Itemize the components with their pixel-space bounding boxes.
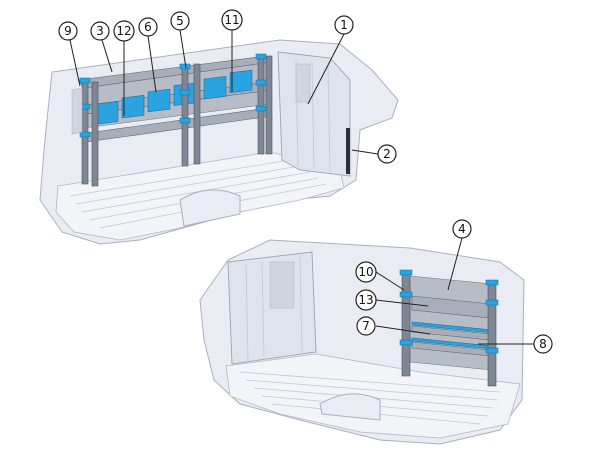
leader-5 [179,29,187,69]
top-van-shelving-rack [71,53,273,187]
callout-9: 9 [58,21,78,41]
callout-5: 5 [170,11,190,31]
top-rack-brackets [79,53,267,138]
leader-1 [307,33,345,105]
leader-lines [69,29,534,345]
callout-6-label: 6 [144,20,152,34]
callout-1: 1 [334,15,354,35]
callout-10: 10 [355,261,377,283]
leader-4 [447,237,463,291]
callout-9-label: 9 [64,24,72,38]
callout-4: 4 [452,219,472,239]
callout-8-label: 8 [539,337,547,351]
top-rack-post-5 [257,55,265,155]
top-van-door-seal [346,128,350,174]
callout-13-label: 13 [358,293,373,307]
top-van [39,39,399,245]
bottom-rack-brackets [399,269,499,354]
callout-10-label: 10 [358,265,373,279]
bottom-van-side-window [269,261,295,309]
top-rack-end-panel [71,87,83,135]
callout-4-label: 4 [458,222,466,236]
top-rack-bins [95,69,253,125]
leader-6 [147,35,157,93]
callout-11: 11 [221,9,243,31]
leader-10 [375,271,405,291]
bottom-van-side-ribs [245,255,303,361]
callout-12-label: 12 [116,24,131,38]
callout-7-label: 7 [362,319,370,333]
callout-3-label: 3 [96,24,104,38]
callout-3: 3 [90,21,110,41]
callout-8: 8 [533,334,553,354]
callout-6: 6 [138,17,158,37]
bottom-rack-post-left [401,271,411,377]
top-rack-post-2 [91,81,99,187]
top-rack-post-4 [193,63,201,165]
leader-9 [69,39,81,87]
top-rack-post-3 [181,65,189,167]
top-van-wheel-arch [179,189,241,227]
callout-11-label: 11 [224,13,239,27]
bottom-van-shelving-rack [399,269,499,387]
leader-13 [375,299,429,307]
callout-12: 12 [113,20,135,42]
callout-5-label: 5 [176,14,184,28]
bottom-van [199,239,525,445]
callout-2-label: 2 [383,147,391,161]
bottom-rack-post-right [487,281,497,387]
leader-2 [351,149,379,155]
callout-13: 13 [355,289,377,311]
leader-3 [101,39,113,73]
top-rack-post-6 [265,55,273,155]
bottom-van-floor [225,353,521,439]
callout-7: 7 [356,316,376,336]
top-van-partition-window [295,63,311,103]
callout-1-label: 1 [340,18,348,32]
bottom-van-wheel-arch [319,393,381,421]
leader-7 [375,325,431,335]
callout-2: 2 [377,144,397,164]
